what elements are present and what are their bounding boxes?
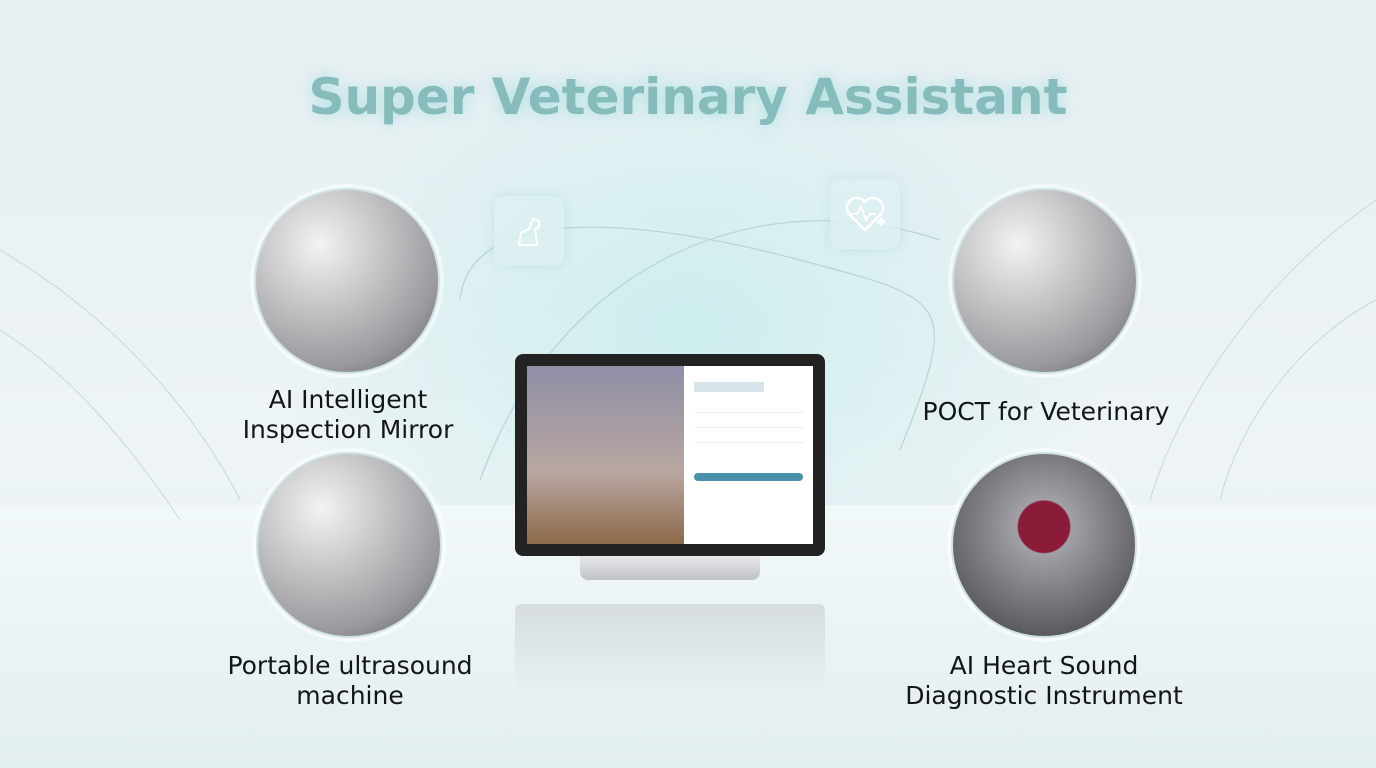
tablet-screen [527,366,813,544]
login-button [694,473,803,481]
poct-device-image [952,188,1138,374]
label-line: Inspection Mirror [242,415,454,444]
app-logo [694,382,765,392]
product-label-poct: POCT for Veterinary [886,397,1206,427]
label-line: AI Heart Sound [949,651,1139,680]
login-form [684,366,813,544]
tablet-reflection [515,604,825,694]
tablet-stand [580,556,760,580]
label-line: Diagnostic Instrument [905,681,1183,710]
input-line [694,412,803,413]
input-line [694,427,803,428]
inspection-mirror-image [254,188,440,374]
ultrasound-machine-image [256,452,442,638]
label-line: AI Intelligent [268,385,428,414]
heart-sound-instrument-image [951,452,1137,638]
label-line: POCT for Veterinary [922,397,1170,426]
input-line [694,442,803,443]
dog-icon [494,196,564,266]
vet-clinic-photo [527,366,685,544]
label-line: Portable ultrasound [227,651,473,680]
tablet-device [515,354,825,556]
heart-pulse-plus-icon [830,179,900,249]
label-line: machine [296,681,404,710]
page-title: Super Veterinary Assistant [308,68,1068,126]
